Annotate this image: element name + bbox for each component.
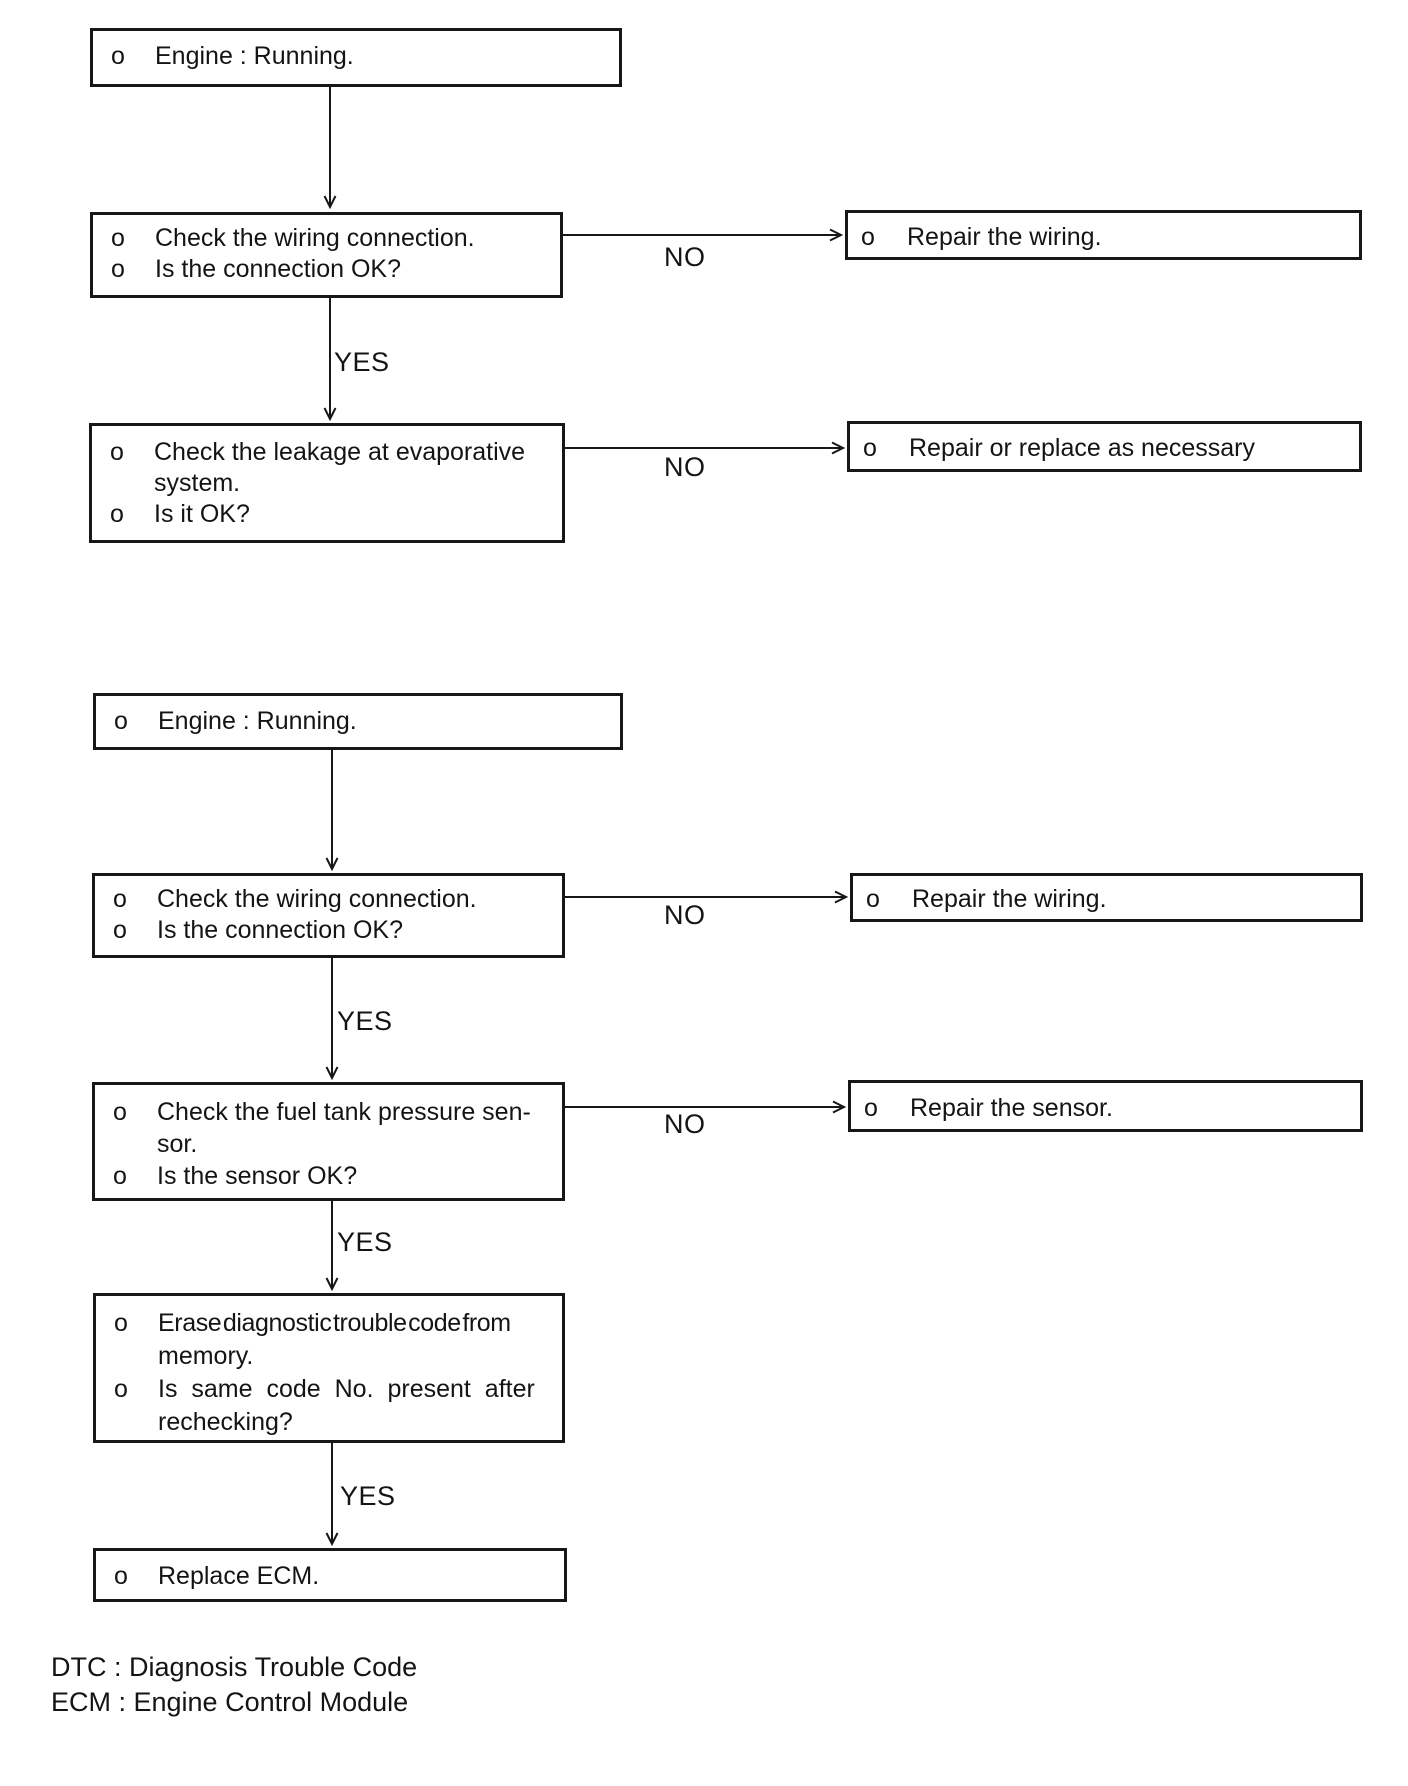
bullet-item: o Erase diagnostic trouble code from mem… [114,1307,554,1373]
node-check-wiring-1: o Check the wiring connection. o Is the … [90,212,563,298]
bullet-item: o Is the sensor OK? [113,1160,554,1192]
bullet-marker: o [866,885,880,913]
node-text: Replace ECM. [158,1562,320,1590]
yes-label-1: YES [334,347,390,377]
bullet-item: o Engine : Running. [114,706,612,737]
node-repair-sensor: o Repair the sensor. [848,1080,1363,1132]
node-check-fuel-tank-pressure-sensor: o Check the fuel tank pressure sen- sor.… [92,1082,565,1201]
node-erase-dtc: o Erase diagnostic trouble code from mem… [93,1293,565,1443]
bullet-marker: o [111,255,125,283]
bullet-marker: o [111,224,125,252]
bullet-marker: o [113,916,127,944]
bullet-item: o Is same code No. present after recheck… [114,1373,554,1439]
node-text: Repair the sensor. [910,1094,1113,1122]
bullet-marker: o [114,1309,128,1337]
bullet-item: o Check the fuel tank pressure sen- sor. [113,1096,554,1160]
bullet-marker: o [114,1375,128,1403]
legend-ecm: ECM : Engine Control Module [51,1687,409,1717]
yes-label-2: YES [337,1006,393,1036]
node-text: Is the sensor OK? [157,1162,358,1190]
bullet-marker: o [110,500,124,528]
yes-label-3: YES [337,1227,393,1257]
node-engine-running-2: o Engine : Running. [93,693,623,750]
node-repair-wiring-1: o Repair the wiring. [845,210,1362,260]
yes-label-4: YES [340,1481,396,1511]
bullet-marker: o [864,1094,878,1122]
bullet-marker: o [113,1098,127,1126]
node-text: Check the wiring connection. [157,885,477,913]
node-text: Erase diagnostic trouble code from [158,1309,511,1337]
bullet-item: o Repair the wiring. [861,222,1351,253]
bullet-item: o Repair the wiring. [866,884,1352,915]
bullet-marker: o [114,707,128,735]
no-label-4: NO [664,1109,706,1139]
node-check-wiring-2: o Check the wiring connection. o Is the … [92,873,565,958]
bullet-item: o Check the wiring connection. [113,884,554,915]
bullet-item: o Repair or replace as necessary [863,433,1351,464]
node-replace-ecm: o Replace ECM. [93,1548,567,1602]
node-text: Check the leakage at evaporative [154,438,526,466]
node-text: Is same code No. present after [158,1375,535,1403]
bullet-item: o Check the wiring connection. [111,223,552,254]
bullet-marker: o [861,223,875,251]
node-text: Engine : Running. [155,42,354,70]
bullet-marker: o [111,42,125,70]
bullet-item: o Check the leakage at evaporative syste… [110,437,554,499]
bullet-item: o Engine : Running. [111,41,611,72]
bullet-marker: o [110,438,124,466]
node-text: sor. [157,1130,198,1158]
bullet-marker: o [113,885,127,913]
abbreviation-legend: DTC : Diagnosis Trouble Code ECM : Engin… [51,1650,417,1720]
bullet-item: o Repair the sensor. [864,1093,1352,1124]
node-repair-or-replace: o Repair or replace as necessary [847,421,1362,472]
node-text: Repair or replace as necessary [909,434,1255,462]
node-text: Check the fuel tank pressure sen- [157,1098,531,1126]
node-text: Repair the wiring. [907,223,1102,251]
node-text: Is the connection OK? [155,255,401,283]
bullet-marker: o [113,1162,127,1190]
legend-dtc: DTC : Diagnosis Trouble Code [51,1652,418,1682]
node-check-leakage: o Check the leakage at evaporative syste… [89,423,565,543]
bullet-marker: o [863,434,877,462]
bullet-item: o Is it OK? [110,499,554,530]
no-label-3: NO [664,900,706,930]
bullet-item: o Replace ECM. [114,1561,556,1592]
node-engine-running-1: o Engine : Running. [90,28,622,87]
node-repair-wiring-2: o Repair the wiring. [850,873,1363,922]
node-text: Is it OK? [154,500,250,528]
node-text: system. [154,469,241,497]
no-label-1: NO [664,242,706,272]
node-text: Check the wiring connection. [155,224,475,252]
bullet-item: o Is the connection OK? [113,915,554,946]
node-text: rechecking? [158,1408,293,1436]
node-text: Repair the wiring. [912,885,1107,913]
no-label-2: NO [664,452,706,482]
bullet-marker: o [114,1562,128,1590]
node-text: memory. [158,1342,254,1370]
bullet-item: o Is the connection OK? [111,254,552,285]
node-text: Engine : Running. [158,707,357,735]
node-text: Is the connection OK? [157,916,403,944]
